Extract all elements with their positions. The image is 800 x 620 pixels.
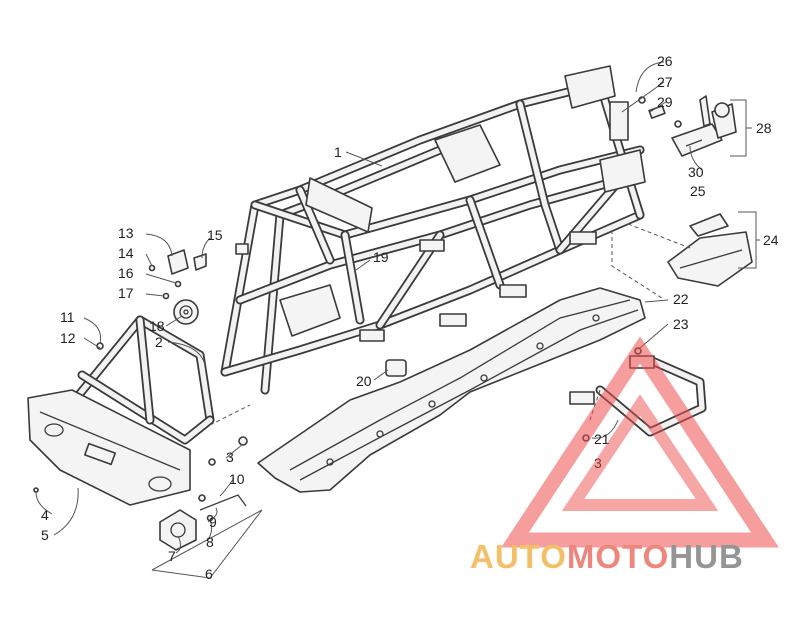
- part-20-bushing: [385, 359, 407, 377]
- callout-13: 13: [118, 225, 134, 241]
- callout-21: 21: [594, 431, 610, 447]
- hitch-bracket: [609, 101, 629, 141]
- callout-27: 27: [657, 74, 673, 90]
- callout-23: 23: [673, 316, 689, 332]
- callout-7: 7: [168, 548, 176, 564]
- nut-16: [174, 280, 182, 288]
- callout-28: 28: [756, 120, 772, 136]
- watermark-moto: MOTO: [567, 538, 669, 575]
- callout-labels: 1 2 3 3 3 4 5 6 7 8 9 10 11 12 13 14 15 …: [41, 53, 779, 582]
- watermark-hub: HUB: [669, 538, 744, 575]
- screw-17: [162, 292, 170, 300]
- callout-4: 4: [41, 507, 49, 523]
- callout-3a: 3: [226, 449, 234, 465]
- callout-14: 14: [118, 245, 134, 261]
- screw-4: [33, 487, 39, 493]
- winch-wire: [199, 494, 247, 511]
- horn-bracket: [167, 249, 189, 275]
- callout-24: 24: [763, 232, 779, 248]
- callout-25: 25: [690, 183, 706, 199]
- main-frame: [220, 65, 646, 395]
- wire-connector: [198, 494, 206, 502]
- skid-plate: [257, 287, 646, 493]
- callout-26: 26: [657, 53, 673, 69]
- callout-11: 11: [60, 309, 75, 325]
- receiver-hitch: [609, 95, 737, 157]
- callout-22: 22: [673, 291, 689, 307]
- callout-18: 18: [149, 318, 165, 334]
- horn: [173, 299, 199, 325]
- callout-1: 1: [334, 144, 342, 160]
- watermark-text: AUTOMOTOHUB: [470, 538, 744, 575]
- bracket-lines: [151, 99, 760, 579]
- callout-20: 20: [356, 373, 372, 389]
- callout-30: 30: [688, 164, 704, 180]
- floorboard: [667, 213, 753, 287]
- callout-5: 5: [41, 527, 49, 543]
- callout-15: 15: [207, 227, 223, 243]
- watermark-logo: AUTOMOTOHUB: [470, 336, 779, 575]
- callout-29: 29: [657, 94, 673, 110]
- leader-lines: [35, 61, 703, 554]
- watermark-triangle: [501, 336, 779, 548]
- front-bumper: [27, 315, 215, 506]
- callout-16: 16: [118, 265, 134, 281]
- mount-plate: [193, 253, 207, 271]
- callout-10: 10: [229, 471, 245, 487]
- watermark-auto: AUTO: [470, 538, 567, 575]
- bolt-3: [238, 436, 248, 446]
- horn-clip: [235, 243, 249, 255]
- screw-14: [148, 264, 156, 272]
- callout-6: 6: [205, 566, 213, 582]
- callout-2: 2: [155, 334, 163, 350]
- callout-19: 19: [373, 249, 389, 265]
- callout-8: 8: [206, 534, 214, 550]
- callout-9: 9: [209, 514, 217, 530]
- callout-17: 17: [118, 285, 134, 301]
- winch: [159, 509, 197, 551]
- nut-3: [208, 458, 216, 466]
- callout-3c: 3: [594, 455, 602, 471]
- callout-12: 12: [60, 330, 76, 346]
